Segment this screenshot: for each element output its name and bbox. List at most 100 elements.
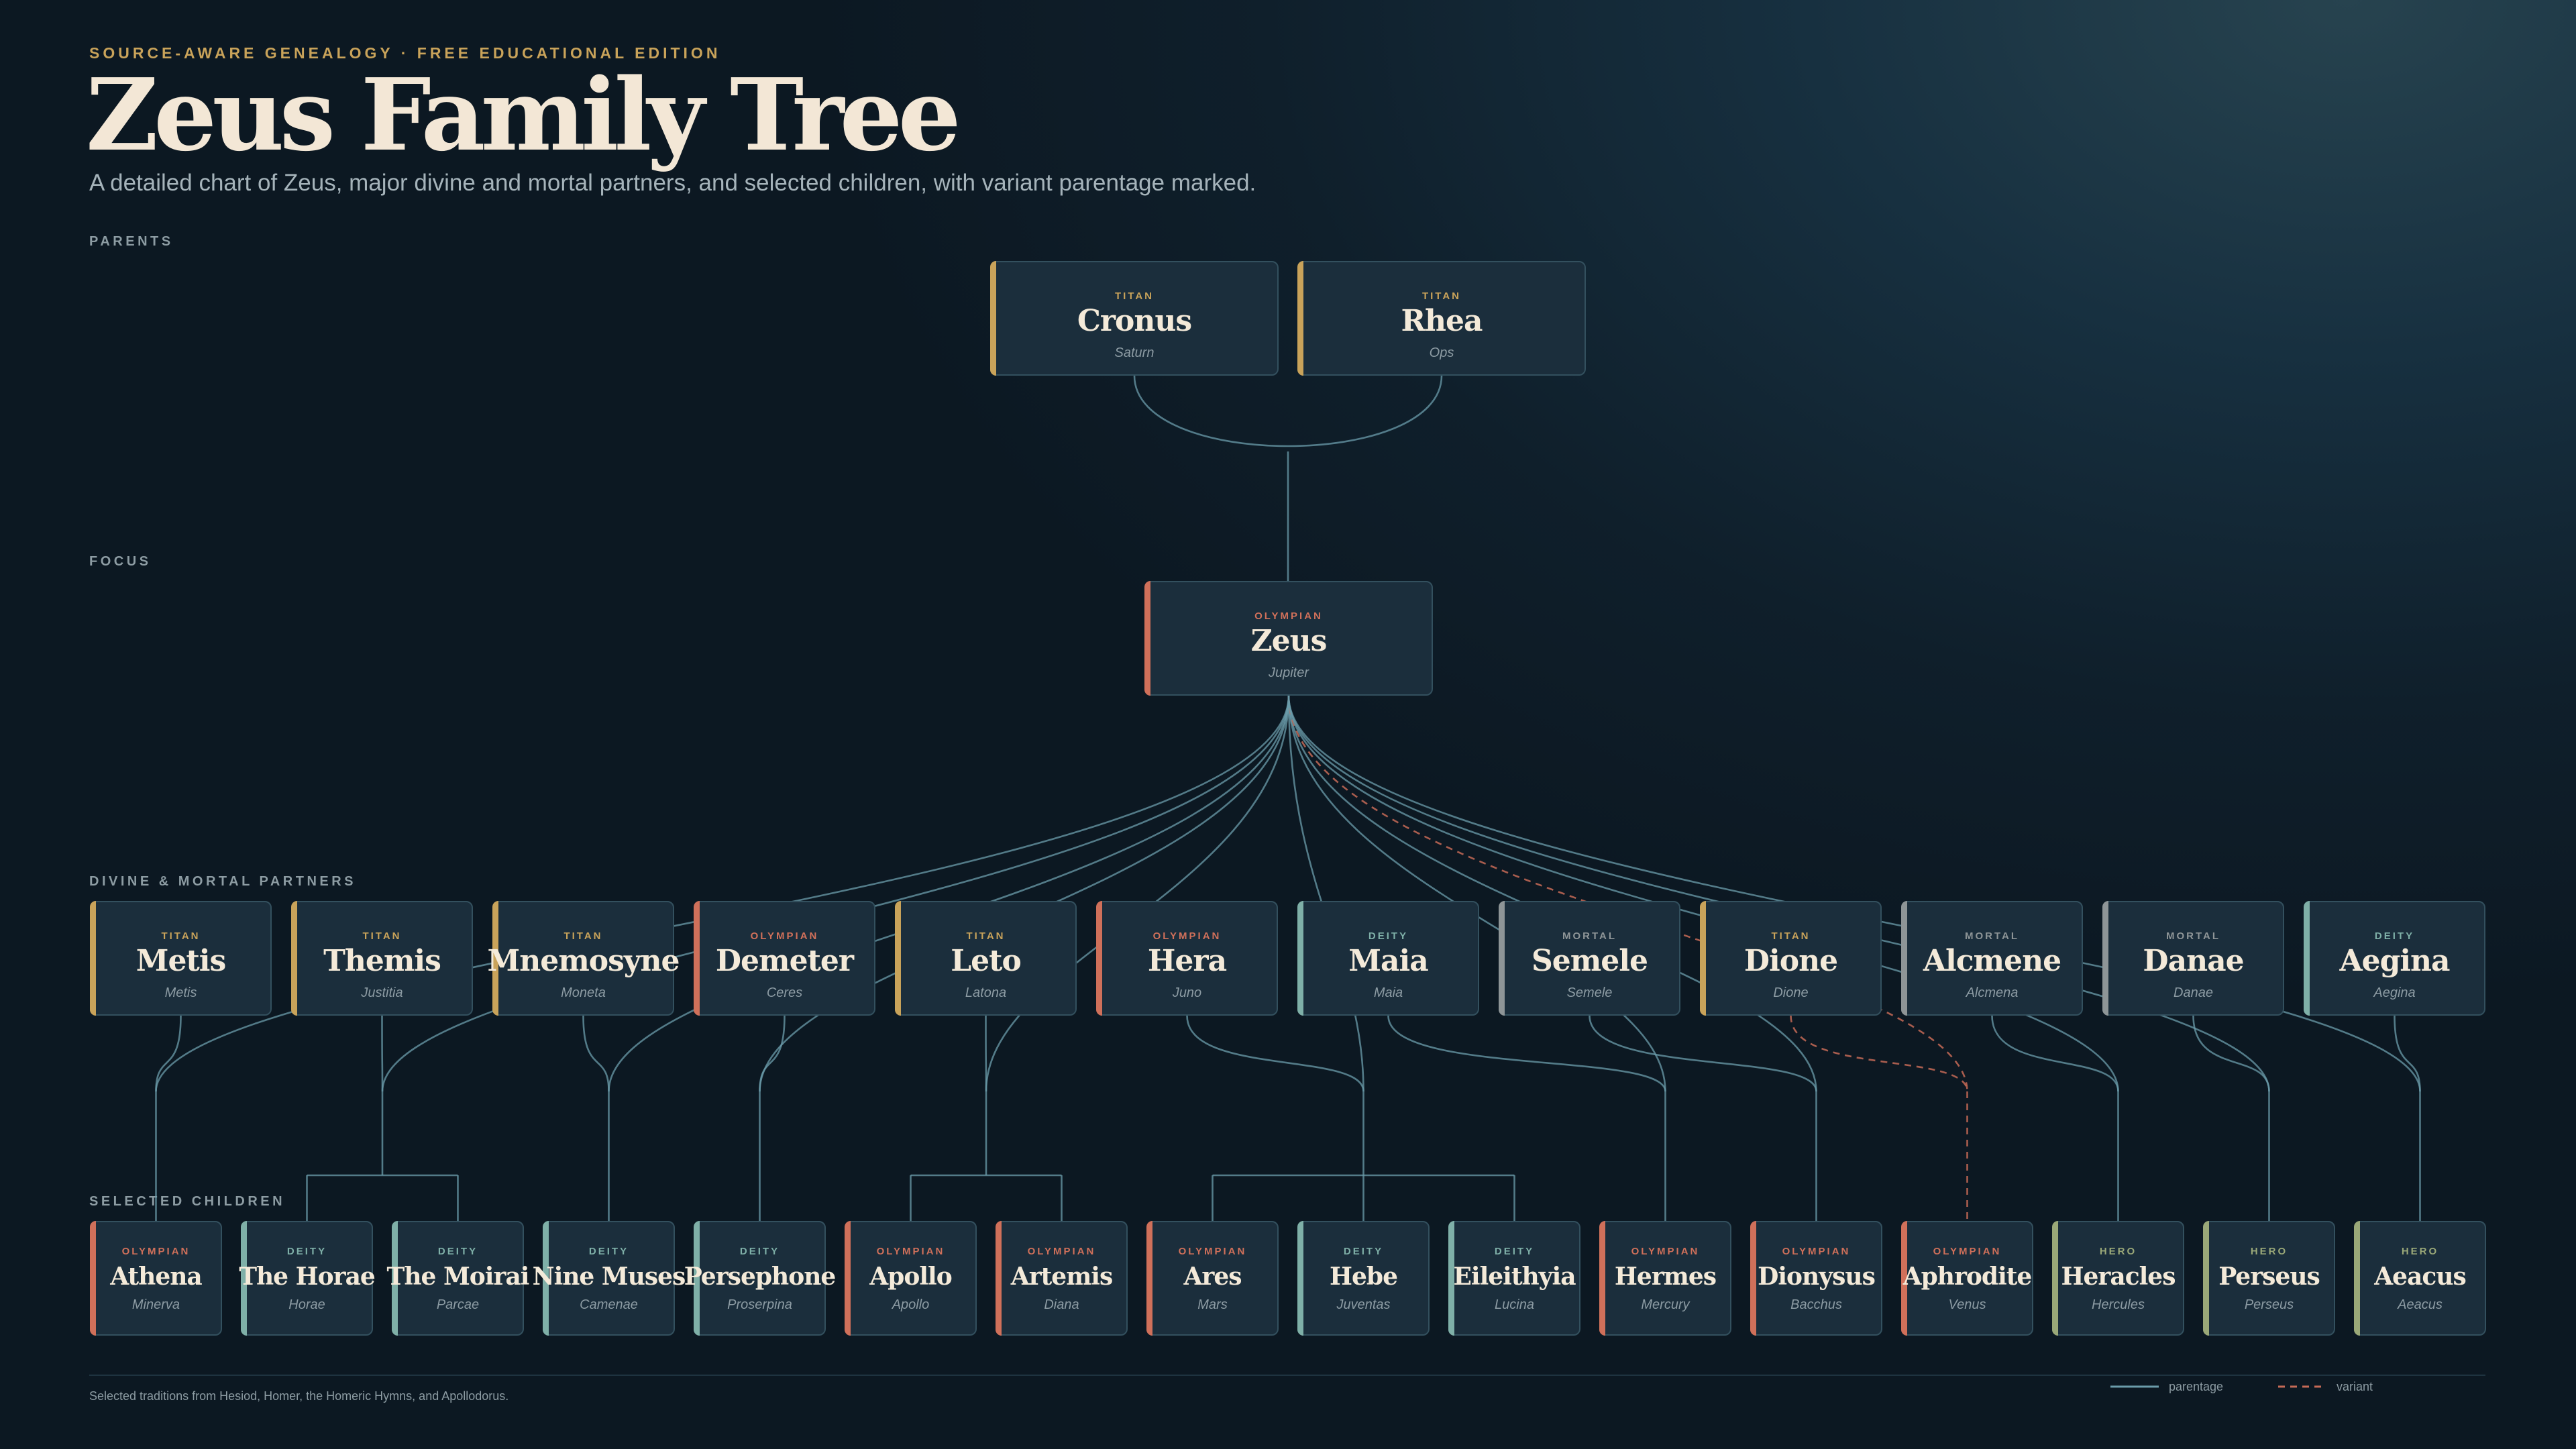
node-name: Dione xyxy=(1743,944,1838,978)
mother-link-themis xyxy=(381,1015,384,1092)
node-roman-name: Bacchus xyxy=(1790,1297,1842,1312)
footnote: Selected traditions from Hesiod, Homer, … xyxy=(89,1389,509,1403)
node-name: Dionysus xyxy=(1758,1263,1876,1291)
category-accent-bar xyxy=(1297,901,1303,1016)
node-name: Maia xyxy=(1348,944,1428,978)
node-roman-name: Jupiter xyxy=(1268,665,1309,680)
node-name: Themis xyxy=(323,944,441,978)
category-accent-bar xyxy=(2203,1221,2209,1336)
category-accent-bar xyxy=(2354,1221,2360,1336)
node-name: Alcmene xyxy=(1923,944,2061,978)
legend-variant-label: variant xyxy=(2337,1380,2373,1393)
node-kind-label: MORTAL xyxy=(1964,930,2020,942)
node-kind-label: OLYMPIAN xyxy=(876,1246,945,1257)
category-accent-bar xyxy=(1901,1221,1907,1336)
node-roman-name: Aeacus xyxy=(2398,1297,2443,1312)
node-roman-name: Dione xyxy=(1773,985,1809,1000)
node-roman-name: Horae xyxy=(288,1297,325,1312)
node-roman-name: Juventas xyxy=(1336,1297,1391,1312)
node-kind-label: DEITY xyxy=(1494,1246,1535,1257)
node-name: Eileithyia xyxy=(1453,1263,1576,1291)
node-name: Semele xyxy=(1531,944,1648,978)
node-name: Aeacus xyxy=(2374,1263,2467,1291)
node-roman-name: Aegina xyxy=(2373,985,2416,1000)
node-kind-label: HERO xyxy=(2250,1246,2288,1257)
node-kind-label: OLYMPIAN xyxy=(1933,1246,2002,1257)
zeus-link-themis xyxy=(381,695,1290,1092)
mother-link-semele xyxy=(1589,1015,1817,1092)
node-name: Demeter xyxy=(715,944,854,978)
node-roman-name: Mercury xyxy=(1641,1297,1690,1312)
node-kind-label: TITAN xyxy=(161,930,201,942)
node-roman-name: Saturn xyxy=(1114,345,1155,360)
footer-divider xyxy=(89,1375,2485,1376)
node-kind-label: MORTAL xyxy=(2165,930,2221,942)
subtitle: A detailed chart of Zeus, major divine a… xyxy=(89,170,1256,196)
zeus-link-mnemosyne xyxy=(608,695,1290,1092)
node-name: Zeus xyxy=(1250,624,1328,658)
mother-link-aegina xyxy=(2394,1015,2421,1092)
node-name: Nine Muses xyxy=(532,1263,686,1291)
node-kind-label: TITAN xyxy=(564,930,603,942)
mother-link-dione xyxy=(1790,1015,1968,1092)
node-roman-name: Hercules xyxy=(2092,1297,2145,1312)
node-roman-name: Maia xyxy=(1373,985,1403,1000)
category-accent-bar xyxy=(291,901,297,1016)
category-accent-bar xyxy=(1599,1221,1605,1336)
node-name: Hermes xyxy=(1614,1263,1717,1291)
node-name: Cronus xyxy=(1077,304,1192,338)
node-roman-name: Alcmena xyxy=(1966,985,2019,1000)
node-kind-label: OLYMPIAN xyxy=(1782,1246,1851,1257)
category-accent-bar xyxy=(895,901,901,1016)
category-accent-bar xyxy=(90,901,96,1016)
node-kind-label: TITAN xyxy=(1114,290,1155,302)
node-name: Aphrodite xyxy=(1902,1263,2033,1291)
category-accent-bar xyxy=(1750,1221,1756,1336)
node-name: Metis xyxy=(136,944,227,978)
zeus-link-danae xyxy=(1287,695,2270,1092)
zeus-link-semele xyxy=(1287,695,1817,1092)
zeus-link-maia xyxy=(1287,695,1666,1092)
category-accent-bar xyxy=(845,1221,851,1336)
node-kind-label: DEITY xyxy=(437,1246,478,1257)
node-name: The Moirai xyxy=(386,1263,530,1291)
mother-link-metis xyxy=(155,1015,182,1092)
section-label-partners: DIVINE & MORTAL PARTNERS xyxy=(89,874,357,889)
node-roman-name: Mars xyxy=(1197,1297,1228,1312)
node-name: Persephone xyxy=(684,1263,837,1291)
node-kind-label: OLYMPIAN xyxy=(1631,1246,1700,1257)
node-name: Artemis xyxy=(1010,1263,1113,1291)
node-roman-name: Apollo xyxy=(892,1297,930,1312)
